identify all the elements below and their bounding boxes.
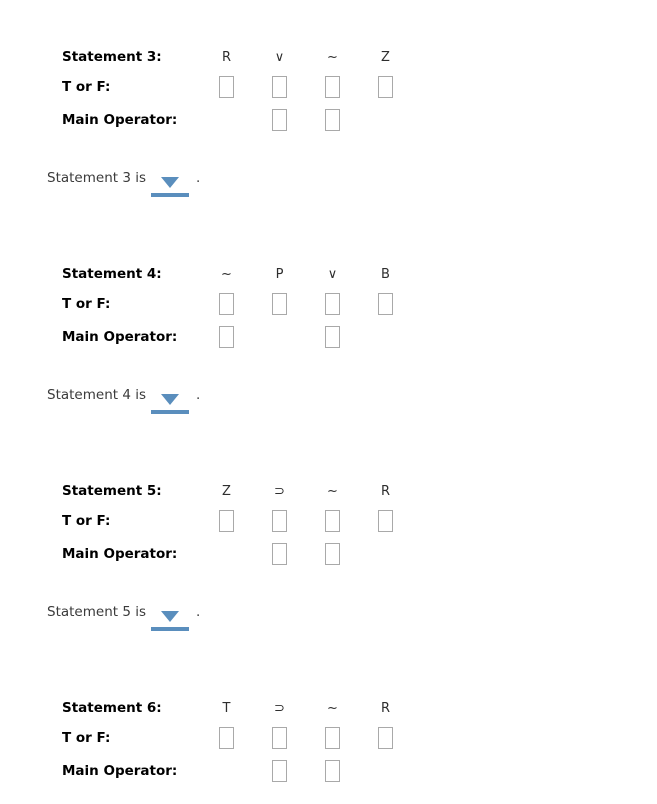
tf-input[interactable]	[219, 727, 234, 749]
statement-3-result-line: Statement 3 is.	[47, 170, 200, 197]
statement-4-tf-row: T or F:	[62, 292, 412, 316]
statement-5-answer-dropdown[interactable]	[151, 610, 189, 631]
statement-3-answer-dropdown[interactable]	[151, 176, 189, 197]
statement-6-label: Statement 6:	[62, 700, 162, 716]
dropdown-arrow-icon	[161, 394, 179, 405]
tf-input[interactable]	[325, 727, 340, 749]
tf-input[interactable]	[272, 727, 287, 749]
formula-symbol: ~	[327, 483, 338, 499]
formula-symbol: ⊃	[274, 700, 285, 716]
formula-symbol: B	[381, 266, 390, 282]
statement-4-answer-dropdown[interactable]	[151, 393, 189, 414]
formula-symbol: ~	[221, 266, 232, 282]
result-suffix: .	[196, 170, 201, 186]
tf-input[interactable]	[219, 76, 234, 98]
formula-symbol: R	[380, 483, 391, 499]
tf-label: T or F:	[62, 79, 111, 95]
formula-symbol: ~	[327, 49, 338, 65]
statement-6-symbol-row: Statement 6: T ⊃ ~ R	[62, 700, 412, 716]
tf-label: T or F:	[62, 296, 111, 312]
formula-symbol: P	[275, 266, 284, 282]
statement-4-symbol-row: Statement 4: ~ P ∨ B	[62, 266, 412, 282]
formula-symbol: ~	[327, 700, 338, 716]
main-operator-label: Main Operator:	[62, 763, 178, 779]
main-operator-input[interactable]	[219, 326, 234, 348]
dropdown-arrow-icon	[161, 611, 179, 622]
result-prefix: Statement 4 is	[47, 387, 146, 403]
tf-input[interactable]	[272, 76, 287, 98]
result-suffix: .	[196, 387, 201, 403]
statement-5-main-operator-row: Main Operator:	[62, 542, 412, 566]
statement-3-tf-row: T or F:	[62, 75, 412, 99]
statement-4-label: Statement 4:	[62, 266, 162, 282]
formula-symbol: ⊃	[274, 483, 285, 499]
statement-5-result-line: Statement 5 is.	[47, 604, 200, 631]
tf-input[interactable]	[325, 76, 340, 98]
statement-3-block: Statement 3: R ∨ ~ Z T or F: Main Operat…	[0, 49, 657, 266]
statement-4-result-line: Statement 4 is.	[47, 387, 200, 414]
tf-input[interactable]	[272, 510, 287, 532]
main-operator-label: Main Operator:	[62, 112, 178, 128]
statement-4-main-operator-row: Main Operator:	[62, 325, 412, 349]
tf-input[interactable]	[272, 293, 287, 315]
tf-label: T or F:	[62, 513, 111, 529]
formula-symbol: T	[222, 700, 231, 716]
result-prefix: Statement 5 is	[47, 604, 146, 620]
main-operator-input[interactable]	[325, 760, 340, 782]
statement-6-main-operator-row: Main Operator:	[62, 759, 412, 783]
tf-input[interactable]	[378, 727, 393, 749]
main-operator-input[interactable]	[325, 109, 340, 131]
main-operator-input[interactable]	[272, 760, 287, 782]
main-operator-input[interactable]	[272, 543, 287, 565]
formula-symbol: Z	[381, 49, 390, 65]
tf-input[interactable]	[378, 510, 393, 532]
result-suffix: .	[196, 604, 201, 620]
statement-3-symbol-row: Statement 3: R ∨ ~ Z	[62, 49, 412, 65]
result-prefix: Statement 3 is	[47, 170, 146, 186]
formula-symbol: R	[221, 49, 232, 65]
formula-symbol: Z	[222, 483, 231, 499]
statement-4-block: Statement 4: ~ P ∨ B T or F: Main Operat…	[0, 266, 657, 483]
tf-input[interactable]	[378, 293, 393, 315]
statement-5-symbol-row: Statement 5: Z ⊃ ~ R	[62, 483, 412, 499]
tf-label: T or F:	[62, 730, 111, 746]
statement-5-block: Statement 5: Z ⊃ ~ R T or F: Main Operat…	[0, 483, 657, 700]
main-operator-input[interactable]	[325, 543, 340, 565]
main-operator-label: Main Operator:	[62, 546, 178, 562]
statement-5-tf-row: T or F:	[62, 509, 412, 533]
formula-symbol: R	[380, 700, 391, 716]
tf-input[interactable]	[219, 293, 234, 315]
tf-input[interactable]	[325, 293, 340, 315]
main-operator-input[interactable]	[325, 326, 340, 348]
tf-input[interactable]	[378, 76, 393, 98]
statement-3-label: Statement 3:	[62, 49, 162, 65]
formula-symbol: ∨	[274, 49, 285, 65]
dropdown-arrow-icon	[161, 177, 179, 188]
tf-input[interactable]	[325, 510, 340, 532]
statement-5-label: Statement 5:	[62, 483, 162, 499]
formula-symbol: ∨	[327, 266, 338, 282]
tf-input[interactable]	[219, 510, 234, 532]
main-operator-label: Main Operator:	[62, 329, 178, 345]
statement-6-tf-row: T or F:	[62, 726, 412, 750]
statement-6-block: Statement 6: T ⊃ ~ R T or F: Main Operat…	[0, 700, 657, 804]
statement-3-main-operator-row: Main Operator:	[62, 108, 412, 132]
main-operator-input[interactable]	[272, 109, 287, 131]
